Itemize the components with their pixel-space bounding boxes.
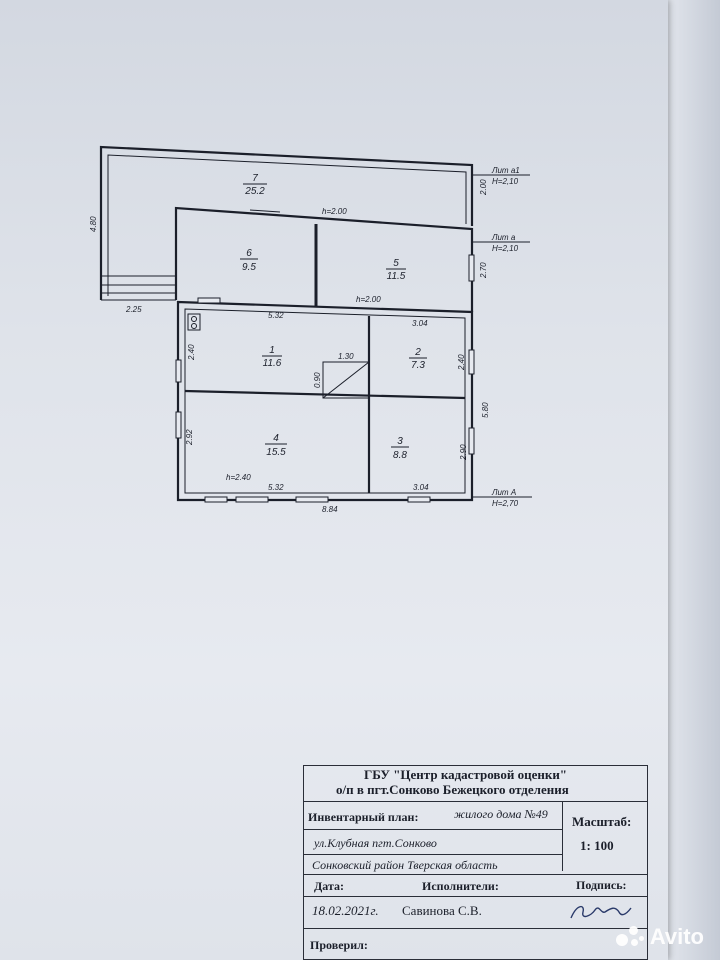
scale-label: Масштаб: [572, 814, 632, 829]
dim-4-80: 4.80 [89, 216, 98, 232]
lit-A-height: Н=2,70 [492, 499, 519, 508]
avito-watermark: Avito [615, 924, 704, 950]
dim-2-92: 2.92 [185, 429, 194, 446]
room-6-area: 9.5 [242, 262, 256, 273]
wall-veranda-7 [99, 145, 474, 300]
scale-value: 1: 100 [580, 838, 614, 853]
wall-main-house [176, 300, 474, 502]
plan-value: жилого дома №49 [454, 807, 548, 821]
wall-main-house-inner [184, 308, 466, 494]
lit-a1-name: Лит а1 [491, 166, 520, 175]
date-label: Дата: [314, 879, 344, 893]
stamp-col-rule [562, 801, 563, 871]
stamp-rule-4 [304, 874, 647, 875]
room-2-area: 7.3 [411, 360, 425, 371]
avito-logo-icon [615, 924, 646, 950]
dim-5-32-top: 5.32 [268, 311, 284, 320]
room-5-id: 5 [393, 258, 399, 269]
height-mid: h=2.00 [356, 295, 381, 304]
dim-8-84: 8.84 [322, 505, 338, 514]
stamp-rule-5 [304, 896, 647, 897]
org-line-1: ГБУ "Центр кадастровой оценки" [364, 767, 568, 782]
room-3-id: 3 [397, 436, 403, 447]
wall-lit-a [174, 206, 474, 312]
dim-2-40-right: 2.40 [457, 354, 466, 371]
room-4: 4 15.5 [265, 433, 287, 458]
lit-a1-height: Н=2,10 [492, 177, 519, 186]
dim-5-32-bottom: 5.32 [268, 483, 284, 492]
room-5: 5 11.5 [386, 258, 406, 282]
room-7-id: 7 [252, 173, 258, 184]
lit-A-name: Лит А [491, 488, 516, 497]
room-5-area: 11.5 [387, 271, 406, 282]
executors-label: Исполнители: [422, 879, 499, 893]
room-7-area: 25.2 [244, 186, 265, 197]
dim-2-00: 2.00 [479, 179, 488, 196]
address: ул.Клубная пгт.Сонково [314, 836, 437, 850]
window-right-1 [468, 254, 475, 282]
window-bottom-3 [295, 496, 329, 503]
window-left-2 [175, 411, 182, 439]
dim-2-40-left: 2.40 [187, 344, 196, 361]
window-right-2 [468, 349, 475, 375]
room-7: 7 25.2 [243, 173, 267, 197]
avito-text: Avito [649, 924, 704, 949]
plan-label: Инвентарный план: [308, 810, 419, 824]
room-1-area: 11.6 [263, 358, 282, 369]
room-4-area: 15.5 [266, 447, 286, 458]
stamp-rule-2 [304, 829, 562, 830]
executor-value: Савинова С.В. [402, 903, 482, 918]
room-6-id: 6 [246, 248, 252, 259]
stamp-rule-3 [304, 854, 562, 855]
stove-circle-1 [191, 316, 197, 322]
room-6: 6 9.5 [240, 248, 258, 273]
window-left-1 [175, 359, 182, 383]
room-3: 3 8.8 [391, 436, 409, 461]
dim-2-70: 2.70 [479, 262, 488, 279]
lit-a-name: Лит а [491, 233, 516, 242]
dim-0-90: 0.90 [313, 372, 322, 388]
floor-plan: 7 25.2 6 9.5 5 11.5 1 11.6 2 7.3 4 15.5 … [89, 145, 532, 514]
window-right-3 [468, 427, 475, 455]
org-line-2: о/п в пгт.Сонково Бежецкого отделения [336, 782, 569, 797]
lit-a-height: Н=2,10 [492, 244, 519, 253]
room-4-id: 4 [273, 433, 279, 444]
date-value: 18.02.2021г. [312, 903, 379, 918]
signature-label: Подпись: [576, 878, 627, 892]
dim-2-90: 2.90 [459, 444, 468, 461]
dim-3-04-top: 3.04 [412, 319, 428, 328]
partition-horizontal [184, 389, 466, 400]
room-1-id: 1 [269, 345, 275, 356]
veranda-steps [101, 275, 176, 301]
stove-symbol [187, 313, 201, 331]
height-bottom: h=2.40 [226, 473, 251, 482]
title-block: ГБУ "Центр кадастровой оценки" о/п в пгт… [303, 765, 648, 960]
height-top: h=2.00 [322, 207, 347, 216]
door-6-top [249, 209, 281, 213]
signature-mark [570, 905, 632, 919]
stamp-rule-6 [304, 928, 647, 929]
room-2: 2 7.3 [409, 347, 427, 371]
dim-2-25: 2.25 [125, 305, 142, 314]
region: Сонковский район Тверская область [312, 858, 498, 872]
window-top-6 [197, 297, 221, 304]
dim-1-30: 1.30 [338, 352, 354, 361]
window-bottom-2 [235, 496, 269, 503]
stamp-rule-1 [304, 801, 647, 802]
window-bottom-1 [204, 496, 228, 503]
paper-sheet [0, 0, 668, 960]
checked-label: Проверил: [310, 938, 368, 952]
room-2-id: 2 [414, 347, 421, 358]
stair-1 [322, 361, 370, 399]
room-3-area: 8.8 [393, 450, 407, 461]
room-1: 1 11.6 [262, 345, 282, 369]
window-bottom-4 [407, 496, 431, 503]
wall-veranda-7-inner [107, 154, 467, 296]
stove-circle-2 [191, 323, 197, 329]
dim-3-04-bottom: 3.04 [413, 483, 429, 492]
dim-5-80: 5.80 [481, 402, 490, 418]
